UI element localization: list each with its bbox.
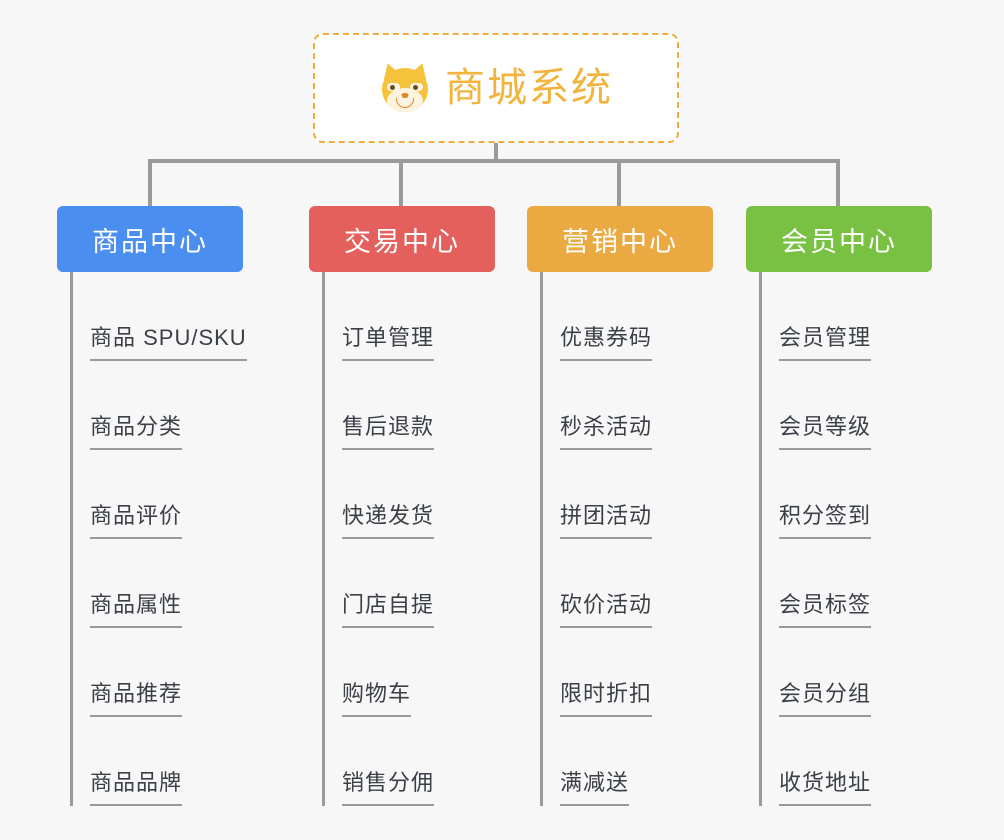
leaf-label: 满减送 <box>560 765 630 806</box>
leaf-item[interactable]: 商品推荐 <box>70 628 243 717</box>
category-column-3: 营销中心 优惠券码 秒杀活动 拼团活动 砍价活动 限时折扣 满减送 <box>527 206 713 806</box>
leaf-item[interactable]: 商品品牌 <box>70 717 243 806</box>
category-header-2[interactable]: 交易中心 <box>309 206 495 272</box>
leaf-label: 商品属性 <box>90 587 183 628</box>
leaf-list-4: 会员管理 会员等级 积分签到 会员标签 会员分组 收货地址 <box>746 272 932 806</box>
leaf-item[interactable]: 商品 SPU/SKU <box>70 272 247 361</box>
connector-horizontal-bus <box>148 159 840 163</box>
leaf-label: 购物车 <box>342 676 412 717</box>
leaf-label: 商品品牌 <box>90 765 183 806</box>
category-header-4[interactable]: 会员中心 <box>746 206 932 272</box>
root-node[interactable]: 商城系统 <box>313 33 679 143</box>
category-header-3[interactable]: 营销中心 <box>527 206 713 272</box>
category-header-1-label: 商品中心 <box>92 226 208 257</box>
leaf-label: 砍价活动 <box>560 587 653 628</box>
leaf-label: 商品 SPU/SKU <box>90 320 247 361</box>
leaf-label: 拼团活动 <box>560 498 653 539</box>
leaf-item[interactable]: 商品属性 <box>70 539 243 628</box>
leaf-list-1: 商品 SPU/SKU 商品分类 商品评价 商品属性 商品推荐 商品品牌 <box>57 272 247 806</box>
leaf-label: 会员标签 <box>779 587 872 628</box>
leaf-label: 限时折扣 <box>560 676 653 717</box>
leaf-spine-1 <box>70 272 73 806</box>
leaf-item[interactable]: 收货地址 <box>759 717 932 806</box>
leaf-label: 商品评价 <box>90 498 183 539</box>
shiba-dog-icon <box>379 60 431 114</box>
leaf-item[interactable]: 会员等级 <box>759 361 932 450</box>
leaf-item[interactable]: 会员管理 <box>759 272 932 361</box>
leaf-item[interactable]: 商品分类 <box>70 361 243 450</box>
leaf-label: 商品推荐 <box>90 676 183 717</box>
leaf-label: 收货地址 <box>779 765 872 806</box>
leaf-item[interactable]: 满减送 <box>540 717 713 806</box>
leaf-label: 会员分组 <box>779 676 872 717</box>
leaf-spine-2 <box>322 272 325 806</box>
leaf-label: 会员管理 <box>779 320 872 361</box>
leaf-label: 销售分佣 <box>342 765 435 806</box>
leaf-label: 快递发货 <box>342 498 435 539</box>
leaf-item[interactable]: 积分签到 <box>759 450 932 539</box>
leaf-label: 售后退款 <box>342 409 435 450</box>
leaf-item[interactable]: 快递发货 <box>322 450 495 539</box>
leaf-item[interactable]: 门店自提 <box>322 539 495 628</box>
leaf-item[interactable]: 拼团活动 <box>540 450 713 539</box>
leaf-spine-4 <box>759 272 762 806</box>
leaf-item[interactable]: 砍价活动 <box>540 539 713 628</box>
leaf-item[interactable]: 限时折扣 <box>540 628 713 717</box>
leaf-label: 积分签到 <box>779 498 872 539</box>
leaf-label: 优惠券码 <box>560 320 653 361</box>
leaf-item[interactable]: 商品评价 <box>70 450 243 539</box>
leaf-label: 门店自提 <box>342 587 435 628</box>
leaf-item[interactable]: 会员分组 <box>759 628 932 717</box>
leaf-label: 商品分类 <box>90 409 183 450</box>
category-header-1[interactable]: 商品中心 <box>57 206 243 272</box>
leaf-item[interactable]: 销售分佣 <box>322 717 495 806</box>
leaf-item[interactable]: 售后退款 <box>322 361 495 450</box>
category-header-2-label: 交易中心 <box>344 226 460 257</box>
leaf-list-2: 订单管理 售后退款 快递发货 门店自提 购物车 销售分佣 <box>309 272 495 806</box>
leaf-label: 订单管理 <box>342 320 435 361</box>
leaf-list-3: 优惠券码 秒杀活动 拼团活动 砍价活动 限时折扣 满减送 <box>527 272 713 806</box>
connector-drop-1 <box>148 159 152 209</box>
leaf-spine-3 <box>540 272 543 806</box>
connector-drop-4 <box>836 159 840 209</box>
category-column-2: 交易中心 订单管理 售后退款 快递发货 门店自提 购物车 销售分佣 <box>309 206 495 806</box>
connector-root-stem <box>494 143 498 163</box>
leaf-item[interactable]: 秒杀活动 <box>540 361 713 450</box>
leaf-label: 秒杀活动 <box>560 409 653 450</box>
root-title: 商城系统 <box>445 66 613 110</box>
connector-drop-3 <box>617 159 621 209</box>
category-column-1: 商品中心 商品 SPU/SKU 商品分类 商品评价 商品属性 商品推荐 商品品牌 <box>57 206 247 806</box>
category-header-4-label: 会员中心 <box>781 226 897 257</box>
leaf-item[interactable]: 购物车 <box>322 628 495 717</box>
leaf-item[interactable]: 会员标签 <box>759 539 932 628</box>
category-column-4: 会员中心 会员管理 会员等级 积分签到 会员标签 会员分组 收货地址 <box>746 206 932 806</box>
leaf-label: 会员等级 <box>779 409 872 450</box>
category-header-3-label: 营销中心 <box>562 226 678 257</box>
leaf-item[interactable]: 优惠券码 <box>540 272 713 361</box>
leaf-item[interactable]: 订单管理 <box>322 272 495 361</box>
connector-drop-2 <box>399 159 403 209</box>
